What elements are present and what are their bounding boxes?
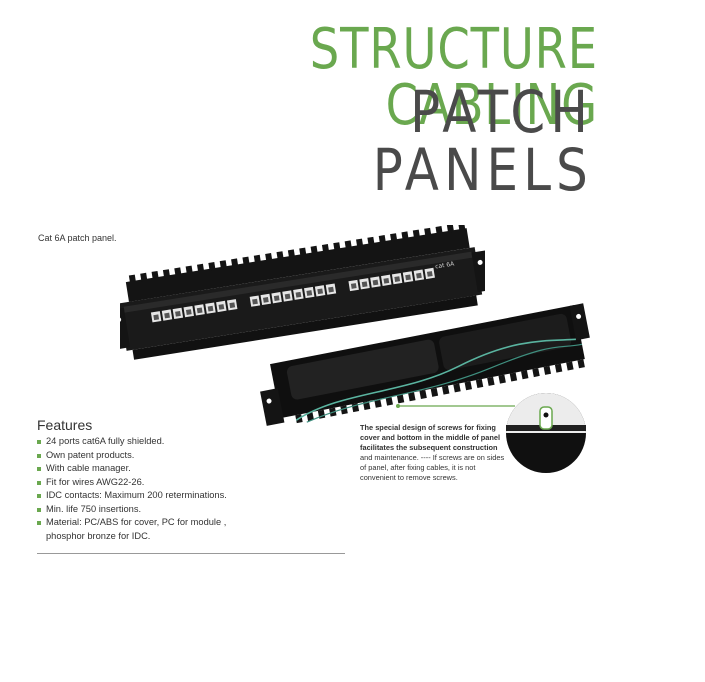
- screw-detail-zoom: [506, 393, 586, 473]
- cable-manager-tooth: [412, 229, 420, 239]
- cable-manager-tooth: [442, 385, 450, 395]
- rj45-port-slot: [383, 277, 390, 284]
- cable-manager-tooth: [219, 260, 227, 270]
- title-line-1: STRUCTURE CABLING: [309, 17, 598, 138]
- cable-manager-tooth: [265, 253, 273, 262]
- cable-manager-tooth: [458, 225, 466, 232]
- cable-manager-tooth: [498, 374, 506, 384]
- cable-manager-tooth: [185, 265, 193, 275]
- rj45-port-slot: [185, 309, 192, 315]
- rj45-port-slot: [328, 286, 334, 293]
- rj45-port-slot: [394, 276, 401, 282]
- cable-manager-tooth: [196, 263, 205, 273]
- cable-manager-tooth: [140, 272, 148, 282]
- cable-manager-tooth: [390, 233, 398, 243]
- feature-item: 24 ports cat6A fully shielded.: [37, 435, 297, 449]
- cable-manager-tooth: [487, 376, 495, 386]
- rj45-port-slot: [229, 302, 236, 309]
- rj45-port-slot: [295, 291, 302, 298]
- cable-manager-tooth: [356, 238, 364, 248]
- screw-design-note: The special design of screws for fixing …: [360, 423, 508, 483]
- cable-manager-tooth: [299, 247, 307, 257]
- rj45-port-slot: [175, 310, 181, 317]
- cable-manager-tooth: [424, 227, 432, 237]
- rj45-port-slot: [164, 312, 170, 319]
- cable-manager-tooth: [396, 394, 405, 404]
- patch-panel-front-photo: cat 6A: [120, 225, 485, 360]
- cable-manager-tooth: [253, 254, 261, 264]
- cable-manager-tooth: [306, 411, 314, 421]
- rj45-port-slot: [317, 288, 324, 295]
- cable-manager-tooth: [419, 390, 427, 400]
- cable-manager-tooth: [128, 274, 137, 284]
- cable-manager-tooth: [401, 231, 409, 241]
- cable-manager-tooth: [374, 398, 382, 408]
- rj45-port-slot: [284, 293, 291, 300]
- cable-manager-tooth: [430, 387, 439, 397]
- cable-manager-tooth: [554, 363, 563, 373]
- cable-manager-tooth: [276, 251, 284, 261]
- cable-manager-tooth: [344, 240, 352, 250]
- feature-item: Material: PC/ABS for cover, PC for modul…: [37, 516, 297, 530]
- rj45-port-slot: [252, 298, 258, 305]
- feature-item-continued: phosphor bronze for IDC.: [37, 530, 297, 544]
- cable-manager-tooth: [435, 226, 443, 235]
- rj45-port-slot: [196, 307, 203, 314]
- cable-manager-tooth: [162, 269, 171, 279]
- cable-manager-tooth: [453, 383, 461, 393]
- feature-cont-text: phosphor bronze for IDC.: [46, 530, 151, 541]
- rj45-port-slot: [361, 281, 368, 288]
- rj45-port-slot: [426, 271, 433, 277]
- patch-panel-rear-photo: [260, 303, 590, 426]
- features-heading: Features: [37, 417, 93, 433]
- cable-manager-tooth: [521, 370, 529, 380]
- cable-manager-tooth: [385, 396, 393, 406]
- features-list: 24 ports cat6A fully shielded. Own paten…: [37, 435, 297, 543]
- cable-manager-tooth: [333, 242, 341, 252]
- product-caption: Cat 6A patch panel.: [38, 233, 117, 243]
- title-line-2: PATCH PANELS: [372, 78, 593, 204]
- cable-manager-tooth: [566, 361, 574, 371]
- cable-manager-tooth: [532, 368, 540, 378]
- cable-manager-tooth: [464, 381, 472, 391]
- rj45-port-slot: [218, 304, 225, 310]
- cable-manager-tooth: [321, 244, 330, 253]
- cable-manager-tooth: [242, 256, 250, 266]
- feature-item: Fit for wires AWG22-26.: [37, 476, 297, 490]
- note-text: and maintenance. ---- If screws are on s…: [360, 453, 505, 482]
- rj45-port-slot: [306, 290, 313, 296]
- rj45-port-slot: [153, 314, 160, 321]
- rj45-port-slot: [262, 297, 269, 303]
- rj45-port-slot: [350, 283, 357, 289]
- feature-item: IDC contacts: Maximum 200 reterminations…: [37, 489, 297, 503]
- rj45-port-slot: [273, 295, 280, 302]
- callout-leader-line: [396, 404, 515, 408]
- cable-manager-tooth: [509, 372, 518, 382]
- cable-manager-tooth: [287, 249, 296, 259]
- cable-manager-tooth: [310, 245, 318, 255]
- cable-manager-tooth: [208, 262, 216, 271]
- divider: [37, 553, 345, 554]
- cable-manager-tooth: [577, 359, 585, 369]
- cable-manager-tooth: [367, 236, 375, 246]
- cable-manager-tooth: [174, 267, 182, 277]
- cable-manager-tooth: [475, 379, 484, 389]
- note-bold: The special design of screws for fixing …: [360, 423, 501, 452]
- feature-item: With cable manager.: [37, 462, 297, 476]
- rj45-port-slot: [405, 274, 411, 281]
- rj45-port-slot: [372, 279, 379, 286]
- cable-manager-tooth: [231, 258, 239, 268]
- feature-item: Min. life 750 insertions.: [37, 503, 297, 517]
- rj45-port-slot: [416, 272, 422, 279]
- cable-manager-tooth: [378, 235, 386, 244]
- cable-manager-tooth: [446, 225, 455, 234]
- feature-item: Own patent products.: [37, 449, 297, 463]
- cable-manager-tooth: [151, 270, 159, 280]
- cable-manager-tooth: [408, 392, 416, 402]
- panel-model-label: cat 6A: [435, 260, 456, 270]
- cable-manager-tooth: [543, 365, 552, 375]
- rj45-port-slot: [207, 305, 214, 312]
